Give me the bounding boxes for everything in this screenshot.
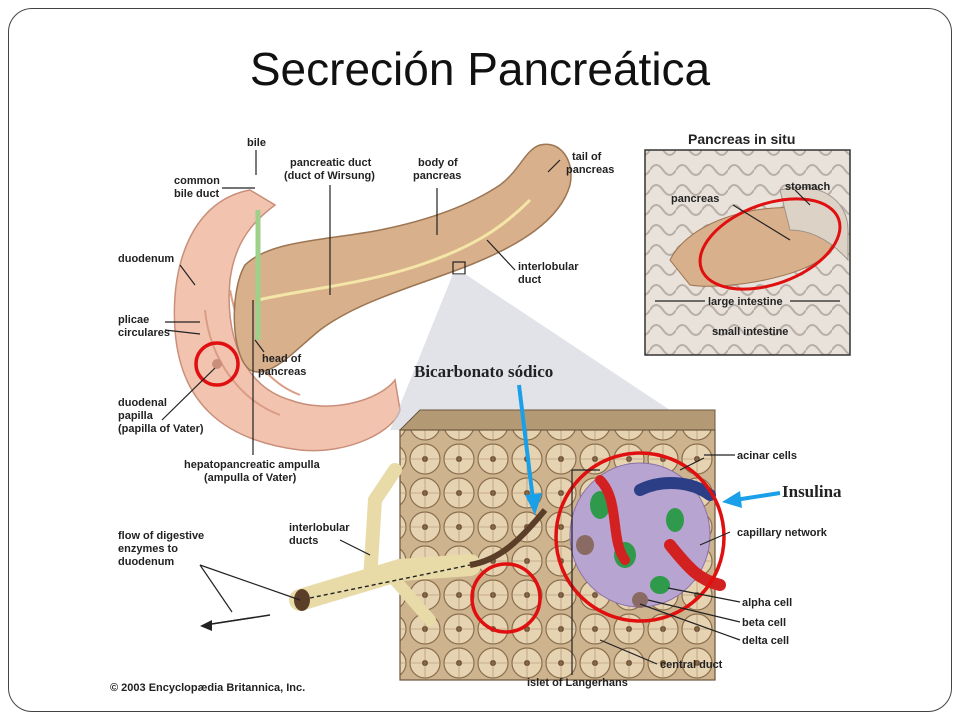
label-pancreatic-duct-2: (duct of Wirsung) bbox=[284, 170, 375, 182]
annotation-insulina: Insulina bbox=[782, 482, 842, 501]
label-tail-1: tail of bbox=[572, 151, 602, 163]
label-flow-1: flow of digestive bbox=[118, 530, 204, 542]
label-ampulla-1: hepatopancreatic ampulla bbox=[184, 459, 321, 471]
inset-pancreas-label: pancreas bbox=[671, 193, 719, 205]
islet-highlight-circle bbox=[554, 451, 726, 623]
bicarbonato-arrow bbox=[517, 384, 542, 515]
insulina-arrow bbox=[722, 491, 781, 508]
copyright-text: © 2003 Encyclopædia Britannica, Inc. bbox=[110, 682, 305, 694]
label-flow-3: duodenum bbox=[118, 556, 174, 568]
label-duodenum: duodenum bbox=[118, 253, 174, 265]
acinus-highlight-circle bbox=[470, 562, 542, 634]
label-common-bile-duct-2: bile duct bbox=[174, 188, 220, 200]
label-head-2: pancreas bbox=[258, 366, 306, 378]
flow-arrow bbox=[200, 614, 271, 631]
annotation-bicarbonato: Bicarbonato sódico bbox=[414, 362, 553, 381]
label-islet: islet of Langerhans bbox=[527, 677, 628, 689]
label-interlobular-duct-2: duct bbox=[518, 274, 542, 286]
label-pancreatic-duct-1: pancreatic duct bbox=[290, 157, 372, 169]
label-papilla-3: (papilla of Vater) bbox=[118, 423, 204, 435]
label-interlobular-duct-1: interlobular bbox=[518, 261, 579, 273]
papilla-highlight-circle bbox=[194, 341, 240, 387]
label-beta-cell: beta cell bbox=[742, 617, 786, 629]
label-plicae-1: plicae bbox=[118, 314, 149, 326]
pancreas-body-drawing bbox=[233, 143, 572, 373]
inset-large-intestine-label: large intestine bbox=[708, 296, 783, 308]
label-papilla-1: duodenal bbox=[118, 397, 167, 409]
label-bile: bile bbox=[247, 137, 266, 149]
label-body-2: pancreas bbox=[413, 170, 461, 182]
inset-panel bbox=[644, 149, 851, 356]
label-interlobular-ducts-1: interlobular bbox=[289, 522, 350, 534]
inset-small-intestine-label: small intestine bbox=[712, 326, 788, 338]
label-interlobular-ducts-2: ducts bbox=[289, 535, 318, 547]
label-tail-2: pancreas bbox=[566, 164, 614, 176]
inset-title: Pancreas in situ bbox=[688, 131, 795, 147]
zoom-projection bbox=[390, 274, 700, 430]
label-capillary-network: capillary network bbox=[737, 527, 828, 539]
papilla-marker bbox=[212, 359, 222, 369]
label-body-1: body of bbox=[418, 157, 458, 169]
label-central-duct: central duct bbox=[660, 659, 723, 671]
inset-stomach-label: stomach bbox=[785, 181, 831, 193]
label-plicae-2: circulares bbox=[118, 327, 170, 339]
interlobular-ducts-drawing bbox=[289, 463, 548, 626]
label-head-1: head of bbox=[262, 353, 301, 365]
tissue-leaders bbox=[199, 454, 741, 675]
label-alpha-cell: alpha cell bbox=[742, 597, 792, 609]
label-ampulla-2: (ampulla of Vater) bbox=[204, 472, 297, 484]
label-common-bile-duct-1: common bbox=[174, 175, 220, 187]
anatomy-leaders bbox=[161, 150, 561, 455]
label-delta-cell: delta cell bbox=[742, 635, 789, 647]
slide-title: Secreción Pancreática bbox=[249, 43, 711, 95]
label-acinar-cells: acinar cells bbox=[737, 450, 797, 462]
label-papilla-2: papilla bbox=[118, 410, 154, 422]
islet-drawing bbox=[569, 462, 726, 608]
label-flow-2: enzymes to bbox=[118, 543, 178, 555]
